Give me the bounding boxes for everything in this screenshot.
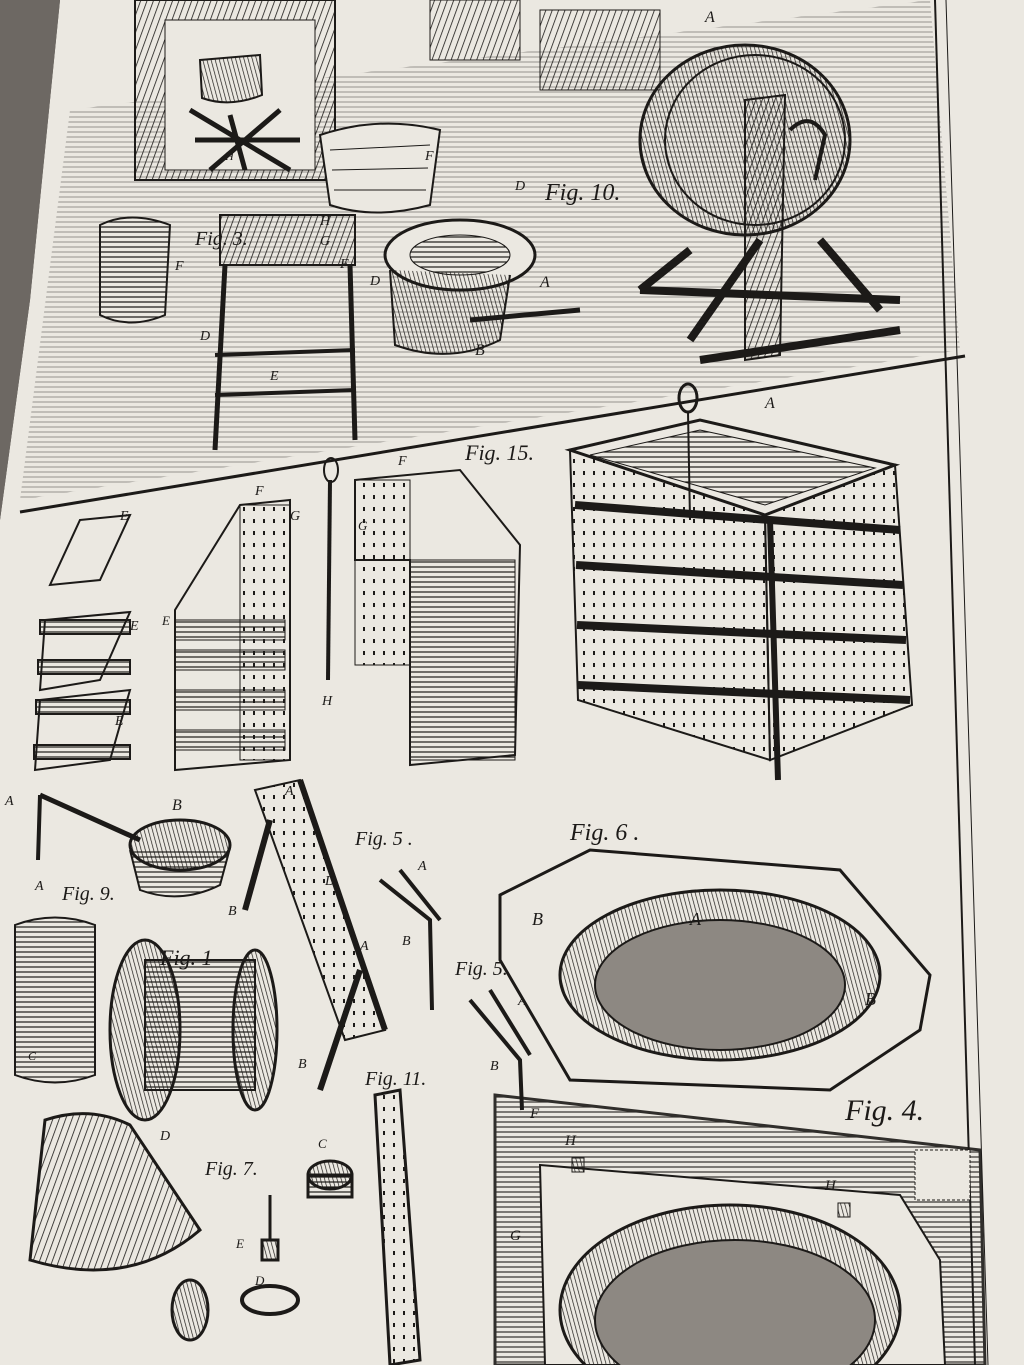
letter-e-3: E <box>114 714 124 729</box>
fig9-label: Fig. 9. <box>61 883 115 905</box>
fig5b-label: Fig. 5. <box>454 958 508 980</box>
plate-border-right-inner <box>945 0 989 1365</box>
letter-g-fig4: G <box>510 1228 521 1244</box>
letter-f-pot: F <box>174 259 184 274</box>
cauldron <box>198 53 264 104</box>
letter-d-basin-left: D <box>369 274 380 289</box>
work-table <box>219 214 356 266</box>
letter-e-table: E <box>269 369 279 384</box>
fig7-label: Fig. 7. <box>204 1158 258 1180</box>
letter-h-fire: H <box>224 149 235 163</box>
letter-e-frame1: E <box>161 613 170 628</box>
fig3-label: Fig. 3. <box>194 228 248 250</box>
comb-board <box>242 778 388 1091</box>
stairs <box>429 0 521 61</box>
stairs-2 <box>539 9 661 91</box>
letter-a-fig9: A <box>34 879 44 894</box>
letter-b-comb2: B <box>298 1057 307 1072</box>
upper-workshop-scene <box>19 0 966 514</box>
scene-divider <box>19 354 966 514</box>
letter-a-fig6: A <box>689 909 702 929</box>
frame-pieces-f <box>174 498 291 772</box>
mould-box <box>564 382 914 781</box>
letter-a-box: A <box>764 395 775 412</box>
letter-b-comb: B <box>228 904 237 919</box>
letter-h-fig4-right: H <box>824 1178 837 1194</box>
letter-b-basin: B <box>475 342 485 359</box>
letter-d-cone: D <box>159 1129 170 1144</box>
letter-a-basin: A <box>539 274 550 291</box>
letter-b-ladle: B <box>172 797 182 814</box>
letter-a-fig5b: A <box>517 994 527 1009</box>
needle <box>326 479 332 681</box>
letter-a-fig5a: A <box>417 859 427 874</box>
letter-b-fig5a: B <box>402 934 411 949</box>
fig10-label: Fig. 10. <box>544 180 620 206</box>
letter-e-1: E <box>119 509 129 524</box>
letter-a-ladle: A <box>4 794 14 809</box>
letter-f-frame2: F <box>397 454 407 469</box>
wheel-stand <box>744 93 787 362</box>
letter-h-needle: H <box>321 694 333 709</box>
cone <box>28 1112 202 1272</box>
letter-b-fig6: B <box>532 909 543 929</box>
fig7-tools <box>170 1159 354 1342</box>
letter-d-basin: D <box>514 179 525 194</box>
letter-c-fig7: C <box>318 1136 327 1151</box>
letter-e-fig7: E <box>235 1236 244 1251</box>
letter-g-frame1: G <box>290 509 300 524</box>
letter-b-fig6-right: B <box>865 989 876 1009</box>
letter-a-wheel: A <box>704 9 715 26</box>
letter-f-tub: F <box>424 149 434 164</box>
fig4-plan <box>493 1093 987 1365</box>
letter-a-comb2: A <box>359 939 369 954</box>
letter-e-2: E <box>129 619 139 634</box>
letter-f-table: F <box>339 257 349 272</box>
fig5-tubes <box>378 868 532 1111</box>
fig11-label: Fig. 11. <box>364 1068 426 1090</box>
frame-pieces-g <box>354 468 522 767</box>
letter-d-fig7: D <box>254 1273 265 1288</box>
letter-h-fig4: H <box>564 1133 577 1149</box>
letter-f-fig4: F <box>529 1106 540 1122</box>
letter-f-frame1: F <box>254 484 264 499</box>
letter-c-cylinder: C <box>28 1049 37 1063</box>
fig11-strap <box>373 1088 422 1365</box>
fig6-label: Fig. 6 . <box>569 820 639 846</box>
fire-logs <box>188 107 300 173</box>
letter-b-fig5b: B <box>490 1059 499 1074</box>
gutter-shadow <box>0 0 60 520</box>
fig1-spool <box>14 916 279 1122</box>
letter-g-frame2: G <box>358 518 368 533</box>
letter-d-comb: D <box>324 874 335 889</box>
fig4-label: Fig. 4. <box>844 1094 924 1127</box>
pot-left <box>99 216 172 324</box>
fig5a-label: Fig. 5 . <box>354 828 413 850</box>
fig6-basin <box>498 848 932 1092</box>
fig1-label: Fig. 1 <box>159 945 213 970</box>
letter-a-comb: A <box>284 784 294 799</box>
frame-pieces-e <box>33 513 132 772</box>
letter-h-table: H <box>319 214 331 229</box>
letter-d-table: D <box>199 329 210 344</box>
ladle <box>36 792 232 898</box>
letter-g-table: G <box>320 234 330 249</box>
fig15-label: Fig. 15. <box>464 440 534 465</box>
